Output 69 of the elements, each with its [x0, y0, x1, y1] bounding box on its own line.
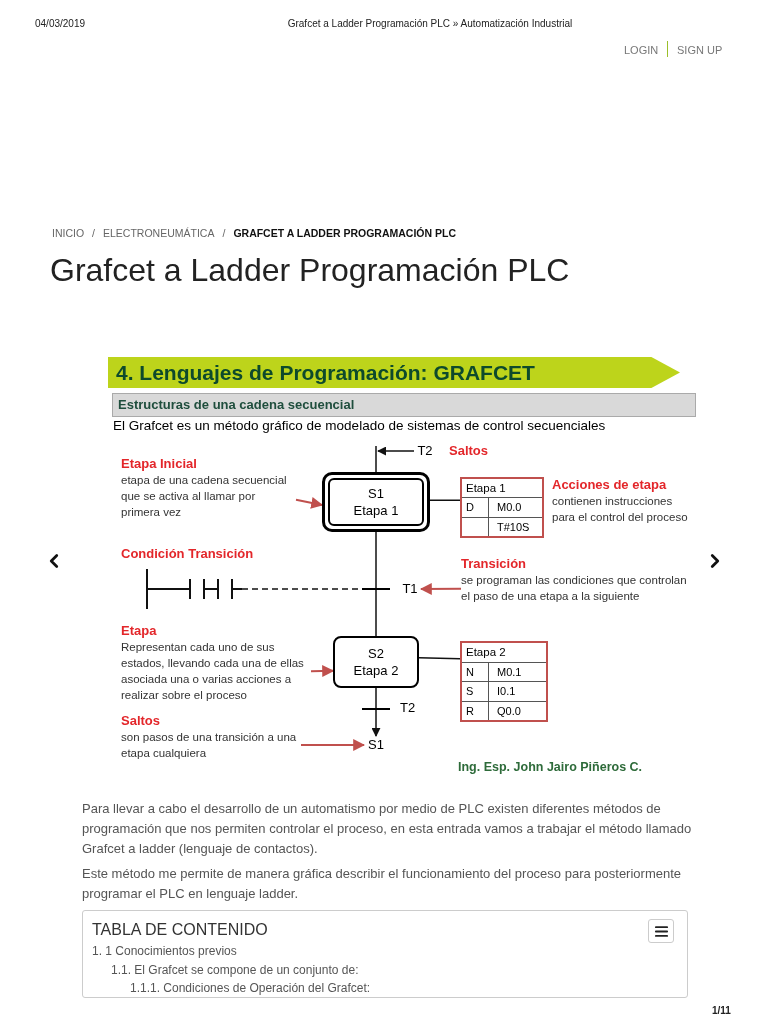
annotation-text: se programan las condiciones que controlan el paso de una etapa a la siguiente — [461, 573, 688, 604]
body-paragraph: Para llevar a cabo el desarrollo de un automatismo por medio de PLC existen diferentes métodos de programación que nos permiten controlar el proceso, en esta entrada vamos a trabajar el método llamado Grafcet a ladder (lenguaje de contactos). — [82, 800, 693, 858]
step-box — [333, 636, 419, 688]
annotation-text: son pasos de una transición a una etapa cualquiera — [121, 730, 298, 761]
annotation-title: Saltos — [121, 712, 161, 729]
initial-step-box — [322, 472, 430, 532]
grafcet-label: T2 — [414, 442, 436, 460]
step-label: Etapa 1 — [353, 502, 399, 519]
subheading-bar: Estructuras de una cadena secuencial — [112, 393, 696, 417]
table-cell: N — [462, 662, 489, 681]
table-cell-text: M0.0 — [496, 500, 523, 516]
breadcrumb-separator: / — [222, 226, 226, 241]
table-header: Etapa 1 — [462, 479, 542, 499]
toc-item: 1.1. El Grafcet se compone de un conjunto de: — [111, 962, 359, 978]
action-table — [460, 477, 544, 538]
author-credit: Ing. Esp. John Jairo Piñeros C. — [458, 759, 643, 776]
annotation-title: Acciones de etapa — [552, 476, 668, 493]
connector — [377, 446, 415, 456]
annotation-title: Etapa — [121, 622, 158, 639]
connector — [375, 445, 377, 473]
annotation-title: Etapa Inicial — [121, 455, 198, 472]
page-title: Grafcet a Ladder Programación PLC — [50, 251, 570, 290]
annotation-text: contienen instrucciones para el control del proceso — [552, 494, 689, 525]
intro-sentence: El Grafcet es un método gráfico de modelado de sistemas de control secuenciales — [113, 417, 606, 435]
connector — [418, 657, 461, 660]
annotation-text: Representan cada uno de sus estados, llevando cada una de ellas asociada una o varias acciones a realizar sobre el proceso — [121, 640, 305, 703]
annotation-arrow — [300, 739, 366, 751]
step-label: S1 — [368, 485, 384, 502]
breadcrumb-separator: / — [92, 226, 95, 241]
section-banner: 4. Lenguajes de Programación: GRAFCET — [108, 357, 680, 388]
table-cell: D — [462, 498, 489, 517]
annotation-title: Saltos — [449, 442, 488, 460]
connector — [375, 589, 377, 637]
connector — [375, 531, 377, 589]
page-number: 1/11 — [712, 1004, 731, 1018]
transition-label: T2 — [400, 699, 416, 717]
table-cell: R — [462, 701, 489, 720]
print-date: 04/03/2019 — [35, 17, 86, 31]
table-cell-text: M0.1 — [496, 664, 523, 680]
connector — [371, 709, 381, 737]
connector — [375, 687, 377, 709]
breadcrumb-link: ELECTRONEUMÁTICA — [103, 226, 215, 241]
grafcet-label: S1 — [364, 736, 388, 754]
step-label: Etapa 2 — [353, 662, 399, 679]
annotation-arrow — [419, 582, 462, 595]
grafcet-label: T1 — [399, 580, 421, 598]
breadcrumb-current: GRAFCET A LADDER PROGRAMACIÓN PLC — [233, 226, 456, 241]
table-cell: S — [462, 682, 489, 701]
body-paragraph: Este método me permite de manera gráfica describir el funcionamiento del proceso para posteriormente programar el PLC en lenguaje ladder. — [82, 865, 682, 903]
breadcrumb-link: INICIO — [52, 226, 85, 241]
login-link: LOGIN — [624, 43, 659, 58]
annotation-title: Condición Transición — [121, 545, 255, 562]
annotation-text: etapa de una cadena secuencial que se activa al llamar por primera vez — [121, 473, 288, 520]
annotation-title: Transición — [461, 555, 528, 572]
table-cell-text: Q0.0 — [496, 703, 522, 719]
print-header-title: Grafcet a Ladder Programación PLC » Automatización Industrial — [286, 17, 574, 31]
table-header: Etapa 2 — [462, 643, 546, 663]
annotation-arrow — [310, 665, 335, 677]
toc-item: 1. 1 Conocimientos previos — [92, 943, 237, 959]
connector — [429, 499, 461, 501]
toc-heading: TABLA DE CONTENIDO — [92, 920, 268, 940]
annotation-arrow — [295, 497, 324, 509]
signup-link: SIGN UP — [677, 43, 723, 58]
toc-item: 1.1.1. Condiciones de Operación del Grafcet: — [130, 980, 371, 996]
ladder-contacts-drawing — [146, 569, 242, 609]
table-cell-text: T#10S — [496, 519, 531, 535]
table-cell-text: I0.1 — [496, 684, 517, 699]
action-table — [460, 641, 548, 722]
step-label: S2 — [368, 645, 384, 662]
